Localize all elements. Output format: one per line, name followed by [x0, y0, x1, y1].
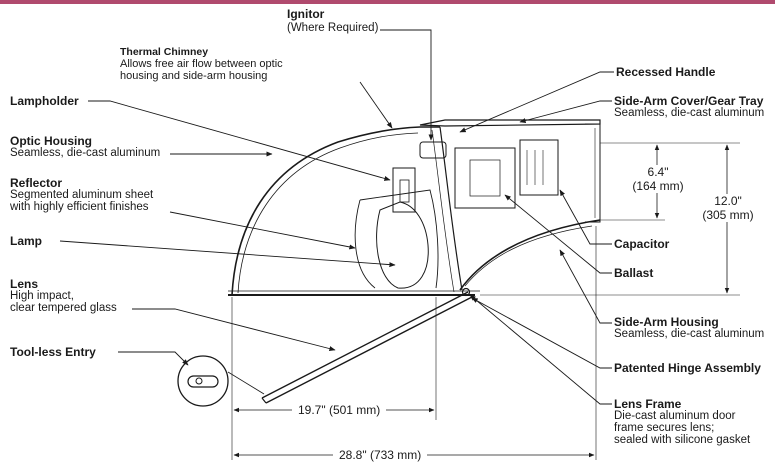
dimension-height-12-0-mm: (305 mm): [702, 208, 754, 222]
leader-recessed-handle: [459, 71, 614, 133]
label-ballast: Ballast: [614, 267, 653, 279]
dimension-height-12-0: 12.0" (305 mm): [694, 194, 762, 222]
thermal-chimney-desc-1: Allows free air flow between optic: [120, 58, 283, 70]
label-capacitor: Capacitor: [614, 238, 669, 250]
leader-lens: [132, 308, 336, 352]
label-side-arm-housing: Side-Arm Housing Seamless, die-cast alum…: [614, 316, 764, 340]
reflector-desc-2: with highly efficient finishes: [10, 201, 149, 213]
reflector-desc-1: Segmented aluminum sheet: [10, 189, 154, 201]
thermal-chimney-title: Thermal Chimney: [120, 46, 209, 58]
dimension-height-6-4: 6.4" (164 mm): [624, 165, 692, 193]
lamp-title: Lamp: [10, 234, 43, 248]
reflector-title: Reflector: [10, 176, 63, 190]
optic-housing-title: Optic Housing: [10, 134, 92, 148]
top-accent-bar: [0, 0, 775, 4]
lens-frame-desc-3: sealed with silicone gasket: [614, 434, 751, 446]
toolless-entry-detail: [177, 355, 229, 407]
side-arm-cover-title: Side-Arm Cover/Gear Tray: [614, 94, 764, 108]
dimension-height-6-4-mm: (164 mm): [632, 179, 684, 193]
optic-housing-desc: Seamless, die-cast aluminum: [10, 147, 161, 159]
dimension-width-19-7: 19.7" (501 mm): [292, 403, 387, 417]
lens-frame-desc-2: frame secures lens;: [614, 422, 715, 434]
label-reflector: Reflector Segmented aluminum sheet with …: [10, 177, 153, 213]
leader-hinge: [471, 297, 612, 369]
toolless-entry-title: Tool-less Entry: [10, 345, 96, 359]
label-side-arm-cover: Side-Arm Cover/Gear Tray Seamless, die-c…: [614, 95, 764, 119]
lampholder-title: Lampholder: [10, 94, 79, 108]
lens-frame-title: Lens Frame: [614, 397, 682, 411]
label-optic-housing: Optic Housing Seamless, die-cast aluminu…: [10, 135, 160, 159]
label-thermal-chimney: Thermal Chimney Allows free air flow bet…: [120, 46, 283, 82]
dimension-height-6-4-in: 6.4": [647, 165, 669, 179]
label-lamp: Lamp: [10, 235, 42, 247]
capacitor-body: [519, 139, 559, 196]
thermal-chimney-desc-2: housing and side-arm housing: [120, 70, 268, 82]
reflector: [354, 189, 439, 289]
recessed-handle-title: Recessed Handle: [616, 65, 716, 79]
ignitor-desc: (Where Required): [287, 22, 379, 34]
dimension-height-12-0-in: 12.0": [714, 194, 742, 208]
lens-desc-1: High impact,: [10, 290, 74, 302]
side-arm-housing-outline: [459, 219, 601, 291]
label-lampholder: Lampholder: [10, 95, 79, 107]
leader-side-arm-housing: [559, 249, 612, 324]
leader-lens-frame: [469, 294, 612, 405]
ballast-title: Ballast: [614, 266, 654, 280]
side-arm-cover-desc: Seamless, die-cast aluminum: [614, 107, 765, 119]
leader-lampholder: [88, 100, 391, 181]
leader-toolless-entry: [118, 351, 189, 366]
label-lens-frame: Lens Frame Die-cast aluminum door frame …: [614, 398, 750, 446]
lampholder-body: [392, 167, 416, 213]
optic-housing-outline: [231, 126, 440, 296]
label-toolless-entry: Tool-less Entry: [10, 346, 96, 358]
dimension-width-28-8: 28.8" (733 mm): [333, 448, 428, 462]
leader-ignitor: [380, 29, 434, 141]
leader-thermal-chimney: [359, 81, 393, 129]
optic-housing-inner: [237, 132, 419, 294]
hinge-pivot: [461, 287, 471, 297]
lens-desc-2: clear tempered glass: [10, 302, 117, 314]
leader-side-arm-cover: [519, 100, 612, 123]
side-arm-cover: [419, 119, 601, 127]
leader-capacitor: [559, 189, 612, 245]
label-recessed-handle: Recessed Handle: [616, 66, 715, 78]
capacitor-title: Capacitor: [614, 237, 670, 251]
ballast-body: [454, 147, 516, 209]
leader-lamp: [59, 240, 396, 268]
side-arm-housing-title: Side-Arm Housing: [614, 315, 719, 329]
label-lens: Lens High impact, clear tempered glass: [10, 278, 117, 314]
leader-ballast: [504, 194, 612, 274]
open-lens-door: [261, 291, 473, 404]
side-arm-housing-desc: Seamless, die-cast aluminum: [614, 328, 765, 340]
label-hinge: Patented Hinge Assembly: [614, 362, 761, 374]
label-ignitor: Ignitor (Where Required): [287, 8, 378, 34]
ignitor-body: [419, 141, 447, 159]
leader-reflector: [169, 211, 356, 250]
lens-title: Lens: [10, 277, 39, 291]
lamp-bulb: [376, 201, 429, 289]
lens-frame-desc-1: Die-cast aluminum door: [614, 410, 736, 422]
hinge-title: Patented Hinge Assembly: [614, 361, 761, 375]
ignitor-title: Ignitor: [287, 7, 325, 21]
